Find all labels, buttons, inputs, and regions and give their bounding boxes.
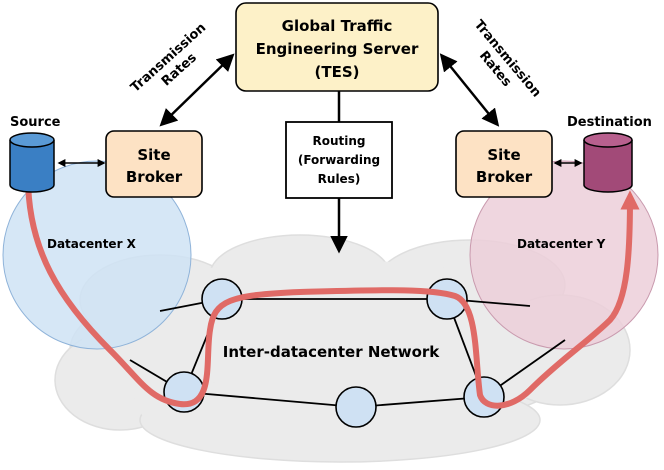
destination-label: Destination [567,115,652,130]
tes-right-arrow [439,53,500,127]
routing-box [285,121,393,199]
routing-line3: Rules) [318,172,361,186]
tes-line2: Engineering Server [256,40,419,58]
network-node [335,386,377,428]
network-label: Inter-datacenter Network [223,343,441,361]
network-nodes [163,278,505,428]
tes-left-arrow [159,53,235,127]
tes-line3: (TES) [315,63,360,81]
traffic-path [25,174,640,409]
transmission-rates-left: Transmission Rates [128,20,209,95]
site-broker-left [105,130,203,198]
tes-line1: Global Traffic [282,17,393,35]
routing-line1: Routing [312,134,365,148]
destination-database-icon [583,132,633,193]
source-database-icon [9,132,55,193]
datacenter-y-label: Datacenter Y [517,237,606,251]
site-broker-right-line1: Site [487,146,520,164]
transmission-rates-right: Transmission Rates [471,17,544,100]
site-broker-right [455,130,553,198]
tes-box [235,2,439,92]
site-broker-right-line2: Broker [476,168,533,186]
datacenter-x-label: Datacenter X [47,237,137,251]
source-label: Source [10,115,61,130]
site-broker-left-line1: Site [137,146,170,164]
network-node [426,278,468,320]
routing-line2: (Forwarding [298,153,380,167]
site-broker-left-line2: Broker [126,168,183,186]
